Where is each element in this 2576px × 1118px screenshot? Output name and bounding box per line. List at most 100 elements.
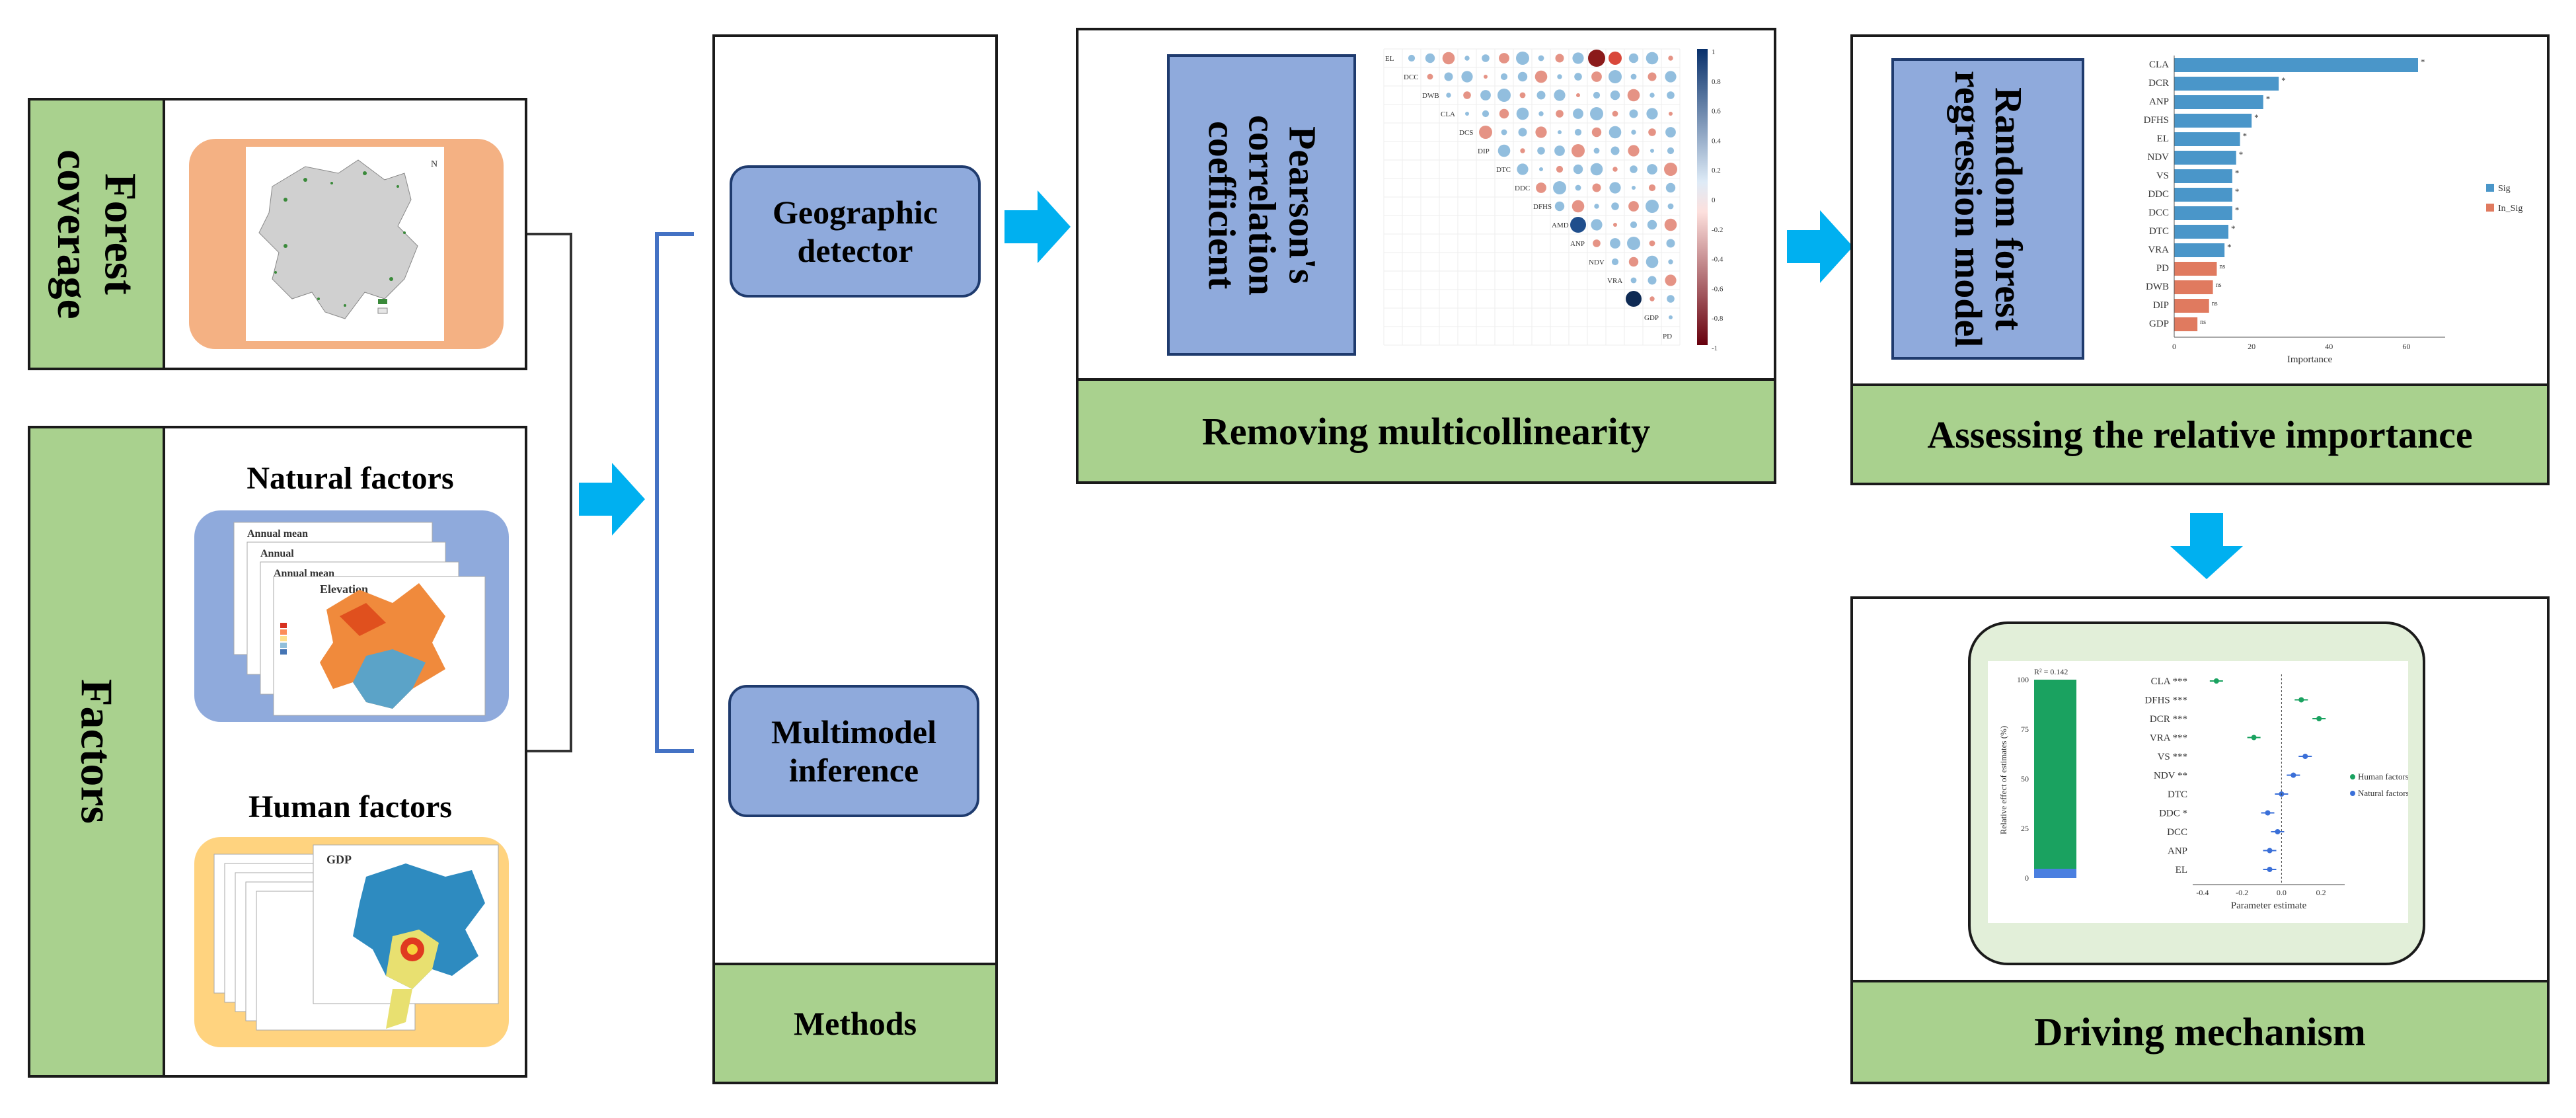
matrix-circle	[1665, 71, 1677, 83]
importance-label: Assessing the relative importance	[1850, 383, 2550, 485]
arrow-to-importance	[1787, 210, 1853, 283]
matrix-circle	[1425, 53, 1435, 63]
importance-mark: *	[2243, 131, 2248, 141]
importance-category-label: VS	[2156, 171, 2169, 181]
natural-map-title-2: Annual	[260, 548, 294, 559]
matrix-circle	[1465, 112, 1469, 116]
importance-category-label: EL	[2157, 134, 2169, 144]
importance-category-label: DFHS	[2144, 115, 2169, 126]
matrix-circle	[1538, 55, 1544, 61]
importance-mark: *	[2235, 205, 2240, 215]
relative-effect-ytick: 25	[2021, 824, 2029, 833]
methods-label: Methods	[712, 963, 998, 1084]
relative-effect-ytick: 50	[2021, 774, 2029, 783]
importance-category-label: PD	[2156, 263, 2169, 274]
multicollinearity-label: Removing multicollinearity	[1076, 378, 1776, 484]
matrix-circle	[1648, 72, 1657, 81]
importance-category-label: DIP	[2153, 300, 2169, 311]
colorbar-tick: 1	[1712, 48, 1716, 56]
relative-effect-ytick: 0	[2025, 873, 2029, 883]
matrix-circle	[1554, 145, 1565, 156]
matrix-circle	[1648, 128, 1656, 136]
importance-bar	[2174, 114, 2252, 128]
matrix-circle	[1591, 71, 1602, 82]
matrix-circle	[1668, 56, 1673, 61]
matrix-circle	[1555, 54, 1564, 63]
matrix-circle	[1611, 202, 1619, 210]
multimodel-inference-box: Multimodel inference	[728, 685, 979, 817]
matrix-circle	[1648, 276, 1657, 285]
importance-mark: ns	[2216, 282, 2222, 289]
estimate-category-label: DFHS ***	[2144, 696, 2187, 706]
matrix-circle	[1499, 53, 1509, 63]
matrix-circle	[1500, 73, 1508, 81]
matrix-circle	[1649, 296, 1655, 301]
estimate-category-label: DDC *	[2159, 809, 2187, 819]
estimate-point	[2265, 810, 2271, 816]
matrix-circle	[1610, 90, 1620, 100]
matrix-circle	[1484, 75, 1488, 79]
human-factors-title: Human factors	[248, 789, 452, 824]
matrix-circle	[1479, 126, 1492, 139]
importance-mark: ns	[2212, 300, 2218, 307]
matrix-circle	[1572, 144, 1585, 157]
estimate-xtick: -0.2	[2236, 888, 2248, 897]
matrix-var-label: GDP	[1644, 314, 1659, 322]
matrix-circle	[1556, 165, 1564, 173]
colorbar-tick: 0.8	[1712, 78, 1721, 86]
methods-bracket	[655, 232, 694, 753]
matrix-circle	[1557, 74, 1562, 79]
matrix-var-label: DCC	[1404, 73, 1419, 81]
matrix-circle	[1628, 257, 1639, 267]
importance-category-label: ANP	[2149, 97, 2169, 107]
matrix-var-label: NDV	[1589, 259, 1605, 266]
matrix-circle	[1593, 91, 1601, 99]
arrow-to-methods	[579, 463, 645, 536]
matrix-circle	[1536, 182, 1546, 193]
matrix-circle	[1537, 147, 1545, 155]
relative-effect-ylabel: Relative effect of estimates (%)	[1998, 726, 2008, 834]
matrix-var-label: ANP	[1570, 240, 1585, 248]
importance-xlabel: Importance	[2287, 354, 2333, 365]
matrix-circle	[1609, 126, 1622, 139]
human-maps-card: GDP	[194, 837, 509, 1047]
matrix-circle	[1613, 223, 1617, 227]
importance-mark: *	[2235, 186, 2240, 196]
importance-mark: *	[2281, 75, 2286, 85]
matrix-circle	[1648, 184, 1656, 192]
matrix-var-label: DIP	[1478, 147, 1490, 155]
matrix-circle	[1574, 73, 1582, 81]
matrix-circle	[1482, 54, 1490, 62]
matrix-circle	[1647, 220, 1657, 230]
importance-mark: *	[2266, 94, 2271, 104]
importance-mark: *	[2235, 168, 2240, 178]
importance-xtick: 0	[2172, 342, 2176, 351]
estimate-point	[2267, 848, 2273, 854]
geographic-detector-box: Geographic detector	[730, 165, 981, 298]
matrix-circle	[1446, 93, 1451, 98]
matrix-circle	[1593, 147, 1600, 154]
importance-bar	[2174, 262, 2217, 276]
estimate-point	[2298, 697, 2304, 703]
matrix-circle	[1516, 107, 1529, 120]
matrix-circle	[1650, 149, 1654, 153]
matrix-circle	[1593, 239, 1601, 247]
importance-category-label: DTC	[2149, 226, 2169, 237]
importance-bar	[2174, 206, 2232, 220]
importance-category-label: DCR	[2148, 78, 2169, 89]
importance-bar	[2174, 151, 2236, 165]
matrix-circle	[1517, 71, 1528, 82]
matrix-circle	[1667, 147, 1675, 155]
matrix-circle	[1534, 70, 1548, 83]
matrix-circle	[1649, 240, 1655, 247]
estimate-point	[2275, 829, 2281, 834]
matrix-circle	[1558, 130, 1562, 134]
matrix-circle	[1553, 181, 1566, 194]
estimate-point	[2316, 716, 2322, 721]
matrix-circle	[1538, 111, 1544, 116]
importance-bar	[2174, 132, 2240, 146]
matrix-circle	[1610, 238, 1620, 249]
matrix-circle	[1628, 145, 1640, 157]
importance-bar	[2174, 58, 2418, 72]
estimate-category-label: DCR ***	[2150, 714, 2187, 725]
